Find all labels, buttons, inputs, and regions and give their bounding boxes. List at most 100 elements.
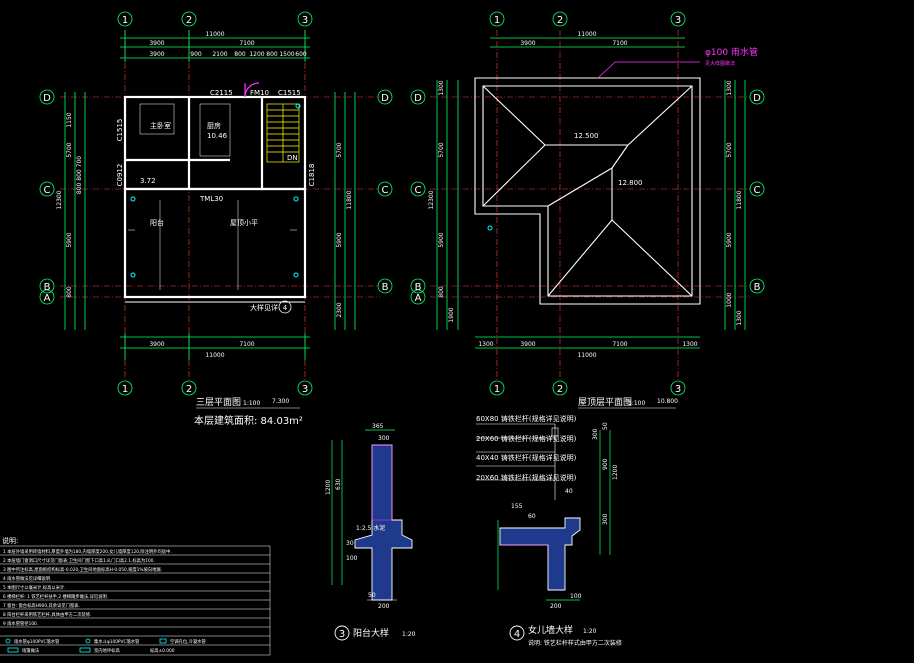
d4-rail-2: 20X60 铸铁栏杆(规格详见说明): [476, 434, 577, 443]
rdim-5: 2300: [336, 302, 343, 317]
detail-mark-text: 大样见详: [250, 303, 278, 312]
roof-dim-total: 11000: [577, 31, 596, 38]
ldim-7: 800: [66, 286, 73, 298]
legend-2: 集水斗φ100PVC落水管: [94, 638, 140, 645]
d3-title: 阳台大样: [353, 627, 389, 639]
grid-row-d-roof-left: D: [414, 93, 422, 104]
d3-dim-7: 50: [368, 592, 376, 599]
grid-col-2-top: 2: [186, 15, 192, 26]
grid-col-2-bottom: 2: [186, 384, 192, 395]
grid-row-b-roof-left: B: [415, 282, 422, 293]
roof-plan-labels: φ100 雨水管 见大样图做法 12.500 12.800 屋顶层平面图 1:1…: [574, 46, 758, 409]
d3-dim-3: 1200: [325, 480, 332, 495]
grid-bubbles-left: [39, 11, 393, 396]
ldim-5: 5900: [66, 232, 73, 247]
detail4-labels: 60X80 铸铁栏杆(规格详见说明) 20X60 铸铁栏杆(规格详见说明) 40…: [476, 414, 622, 647]
grid-col-2-bottom-roof: 2: [557, 384, 563, 395]
dim-top-total: 11000: [205, 31, 224, 38]
ldim-1: 1150: [66, 112, 73, 127]
d3-dim-6: 100: [346, 555, 358, 562]
d3-dim-5: 30: [346, 540, 354, 547]
d4-dim-4: 900: [602, 458, 609, 470]
grid-row-b-left: B: [44, 282, 51, 293]
stair-dn: DN: [287, 154, 298, 162]
roof-dim-mid-2: 7100: [612, 40, 627, 47]
legend-3: 空调孔位,冷凝水管: [170, 638, 206, 645]
d4-dim-8: 40: [565, 488, 573, 495]
roof-ldim-1: 1300: [438, 80, 445, 95]
window-c2115: C2115: [210, 89, 233, 97]
d4-dim-7: 100: [570, 593, 582, 600]
room-kitchen-area: 10.46: [207, 132, 228, 140]
grid-row-c-roof-left: C: [415, 185, 422, 196]
roof-ldim-2: 5700: [438, 142, 445, 157]
window-c1515-side: C1515: [116, 119, 124, 142]
roof-pipe-note-2: 见大样图做法: [705, 60, 735, 67]
grid-row-b-right: B: [382, 282, 389, 293]
legend-6: 标高±0.000: [150, 647, 175, 654]
parapet-detail: [476, 423, 611, 601]
note-line-4: 4 雨水管做法见详细说明.: [3, 575, 51, 582]
dim-fine-4: 800: [234, 51, 246, 58]
notes-heading: 说明:: [2, 536, 18, 545]
d4-rail-4: 20X60 铸铁栏杆(规格详见说明): [476, 473, 577, 482]
room-master: 主卧室: [150, 121, 171, 130]
d4-dim-9: 60: [528, 513, 536, 520]
left-plan-title-block: 三层平面图 1:100 7.300 本层建筑面积: 84.03m²: [194, 397, 303, 427]
notes-table-lines: [0, 545, 271, 656]
detail-ref-num: 4: [283, 304, 288, 312]
d3-dim-1: 365: [372, 423, 384, 430]
grid-row-a-left: A: [44, 293, 51, 304]
grid-row-a-roof-left: A: [415, 293, 422, 304]
dim-fine-5: 1200: [249, 51, 264, 58]
grid-row-d-roof-right: D: [753, 93, 761, 104]
roof-elev-2: 12.800: [618, 179, 643, 187]
d4-dim-1: 300: [592, 428, 599, 440]
room-hall: 屋顶小平: [230, 218, 258, 227]
note-line-9: 9 雨水管管径100.: [3, 620, 38, 627]
roof-plan-dimensions: 11000 3900 7100 1300 3900 7100 1300 1100…: [428, 31, 743, 359]
plan-title: 三层平面图: [196, 397, 241, 408]
ldim-2: 5700: [66, 142, 73, 157]
note-line-1: 1 本层外墙采用砖墙材料,厚度外墙为180,内墙厚度200,女儿墙厚度120,除…: [3, 548, 172, 555]
grid-bubbles-right: [410, 11, 765, 396]
grid-col-1-bottom: 1: [122, 384, 128, 395]
roof-rdim-1: 1300: [726, 80, 733, 95]
d4-dim-6: 200: [550, 603, 562, 610]
d4-title: 女儿墙大样: [528, 624, 573, 636]
third-floor-plan: [60, 30, 380, 380]
grid-row-b-roof-right: B: [754, 282, 761, 293]
d4-dim-10: 155: [511, 503, 523, 510]
left-plan-side-dims: 1150 5700 800 800 700 5900 12300 800 570…: [56, 112, 353, 317]
grid-col-3-bottom-roof: 3: [675, 384, 681, 395]
roof-bdim-2: 3900: [520, 341, 535, 348]
dim-fine-7: 1500: [279, 51, 294, 58]
grid-col-1-top-roof: 1: [494, 15, 500, 26]
rdim-3: 11800: [346, 190, 353, 209]
d3-dim-4: 630: [335, 478, 342, 490]
roof-bdim-3: 7100: [612, 341, 627, 348]
note-line-8: 8 阳台栏杆采用铁艺栏杆,具体由甲方二次装修.: [3, 611, 91, 618]
room-balcony: 阳台: [150, 218, 164, 227]
ldim-4: 800 800 700: [76, 156, 83, 194]
grid-col-1-top: 1: [122, 15, 128, 26]
legend-5: 室内地坪标高: [94, 647, 120, 654]
dim-top-mid-1: 3900: [149, 40, 164, 47]
roof-elev-1: 12.500: [574, 132, 599, 140]
notes-block: 说明: 1 本层外墙采用砖墙材料,厚度外墙为180,内墙厚度200,女儿墙厚度1…: [2, 536, 206, 654]
roof-ldim-3: 12300: [428, 190, 435, 209]
roof-plan-title: 屋顶层平面图: [578, 397, 632, 408]
grid-row-d-right: D: [381, 93, 389, 104]
roof-plan: [430, 30, 750, 380]
d4-scale: 1:20: [583, 628, 597, 635]
d3-dim-8: 200: [378, 603, 390, 610]
roof-rdim-3: 11800: [736, 190, 743, 209]
roof-pipe-note: φ100 雨水管: [705, 46, 758, 58]
roof-bdim-4: 1300: [682, 341, 697, 348]
door-fm10: FM10: [250, 89, 269, 97]
roof-bdim-total: 11000: [577, 352, 596, 359]
plan-level: 7.300: [272, 398, 289, 405]
roof-bdim-1: 1300: [478, 341, 493, 348]
